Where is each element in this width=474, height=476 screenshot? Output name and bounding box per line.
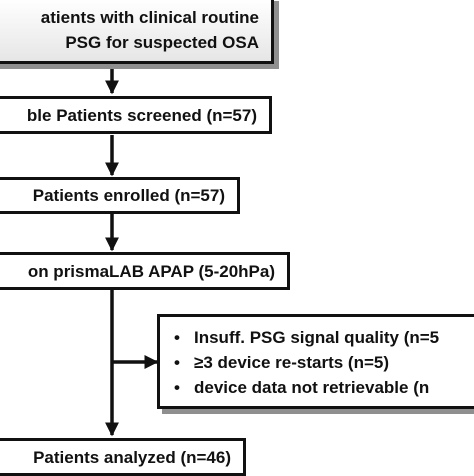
exclusion-text: ≥3 device re-starts (n=5) bbox=[194, 352, 390, 372]
exclusion-item: • device data not retrievable (n bbox=[174, 375, 474, 400]
patients-analyzed-label: Patients analyzed (n=46) bbox=[33, 447, 231, 467]
patients-enrolled-label: Patients enrolled (n=57) bbox=[32, 186, 225, 205]
exclusion-text: Insuff. PSG signal quality (n=5 bbox=[194, 327, 440, 347]
box-clinical-routine-line2: PSG for suspected OSA bbox=[65, 33, 259, 52]
bullet: • bbox=[174, 377, 180, 397]
exclusion-item: • ≥3 device re-starts (n=5) bbox=[174, 350, 474, 375]
exclusion-text: device data not retrievable (n bbox=[194, 377, 430, 397]
exclusions-box: • Insuff. PSG signal quality (n=5 • ≥3 d… bbox=[157, 314, 474, 409]
bullet: • bbox=[174, 352, 180, 372]
box-patients-analyzed: Patients analyzed (n=46) bbox=[0, 438, 246, 476]
box-patients-screened: ble Patients screened (n=57) bbox=[0, 96, 272, 134]
prismalab-apap-label: on prismaLAB APAP (5-20hPa) bbox=[27, 261, 275, 281]
patients-screened-label: ble Patients screened (n=57) bbox=[26, 105, 257, 125]
bullet: • bbox=[174, 327, 180, 347]
box-prismalab-apap: on prismaLAB APAP (5-20hPa) bbox=[0, 252, 290, 290]
exclusion-item: • Insuff. PSG signal quality (n=5 bbox=[174, 325, 474, 350]
box-patients-enrolled: Patients enrolled (n=57) bbox=[0, 177, 240, 214]
box-clinical-routine-line1: atients with clinical routine bbox=[40, 8, 259, 27]
box-clinical-routine-psg: atients with clinical routine PSG for su… bbox=[0, 0, 274, 64]
